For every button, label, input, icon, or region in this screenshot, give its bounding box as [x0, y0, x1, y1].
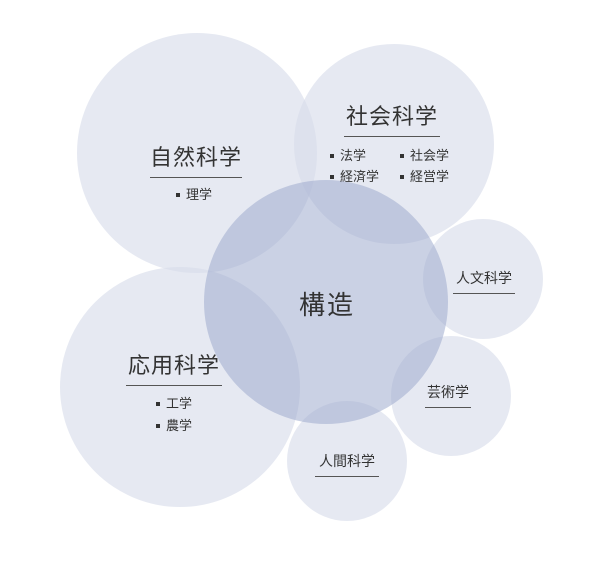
list-item-label: 社会学	[410, 149, 450, 164]
list-item-shakaigaku: 社会学	[400, 145, 449, 164]
title-underline	[453, 293, 515, 294]
bullet-icon	[400, 153, 404, 158]
field-title: 自然科学	[149, 146, 242, 171]
label-ouyou-kagaku: 応用科学	[124, 348, 224, 386]
label-jinbun-kagaku: 人文科学	[449, 268, 519, 294]
field-title: 応用科学	[127, 354, 220, 379]
bullet-icon	[330, 174, 334, 179]
bullet-icon	[176, 192, 180, 197]
title-underline	[315, 476, 379, 477]
list-item-rigaku: 理学	[176, 184, 212, 203]
list-item-label: 経済学	[340, 170, 380, 185]
list-item-hougaku: 法学	[330, 145, 366, 164]
label-kouzou-center: 構造	[282, 285, 372, 322]
field-title: 社会科学	[345, 105, 438, 130]
list-item-label: 理学	[186, 188, 213, 203]
circle-kouzou-center	[204, 180, 448, 424]
label-shizen-kagaku: 自然科学	[147, 140, 245, 178]
bullet-icon	[400, 174, 404, 179]
title-underline	[126, 385, 222, 386]
list-item-label: 農学	[166, 419, 193, 434]
title-underline	[150, 177, 242, 178]
field-title: 人文科学	[456, 271, 512, 287]
list-item-keizaigaku: 経済学	[330, 166, 379, 185]
label-shakai-kagaku: 社会科学	[338, 99, 446, 137]
list-item-keieigaku: 経営学	[400, 166, 449, 185]
title-underline	[344, 136, 440, 137]
bullet-icon	[330, 153, 334, 158]
list-item-label: 経営学	[410, 170, 450, 185]
field-title: 人間科学	[319, 454, 375, 470]
title-underline	[425, 407, 471, 408]
list-item-kougaku: 工学	[156, 393, 192, 412]
label-ningen-kagaku: 人間科学	[312, 451, 382, 477]
list-item-label: 工学	[166, 397, 193, 412]
label-geijutsu-gaku: 芸術学	[420, 382, 476, 408]
list-item-label: 法学	[340, 149, 367, 164]
center-title: 構造	[298, 291, 355, 321]
bullet-icon	[156, 423, 160, 428]
bullet-icon	[156, 401, 160, 406]
list-item-nougaku: 農学	[156, 415, 192, 434]
field-title: 芸術学	[427, 385, 469, 401]
